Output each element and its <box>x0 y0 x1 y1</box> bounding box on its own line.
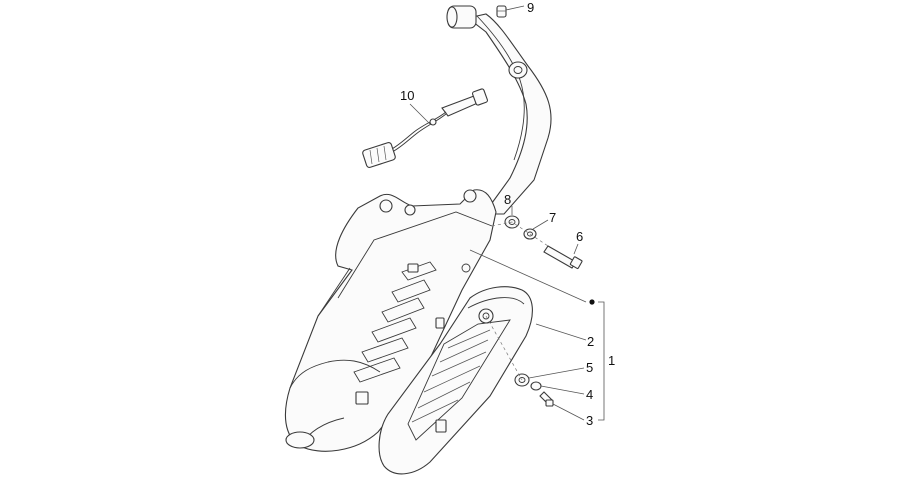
callout-4: 4 <box>586 387 593 402</box>
alignment-lines <box>485 221 549 381</box>
callout-9: 9 <box>527 0 534 15</box>
callout-1: 1 <box>608 353 615 368</box>
leader-lines <box>409 5 605 421</box>
muffler <box>284 189 497 452</box>
callout-3: 3 <box>586 413 593 428</box>
callout-10: 10 <box>400 88 414 103</box>
oxygen-sensor <box>362 88 489 168</box>
callout-2: 2 <box>587 334 594 349</box>
callout-7: 7 <box>549 210 556 225</box>
callout-labels: 9 10 8 7 6 2 5 4 3 1 <box>400 0 615 428</box>
callout-6: 6 <box>576 229 583 244</box>
heat-shield <box>378 286 533 475</box>
callout-8: 8 <box>504 192 511 207</box>
gasket <box>496 5 507 18</box>
exhaust-header-pipe <box>446 5 552 215</box>
callout-5: 5 <box>586 360 593 375</box>
